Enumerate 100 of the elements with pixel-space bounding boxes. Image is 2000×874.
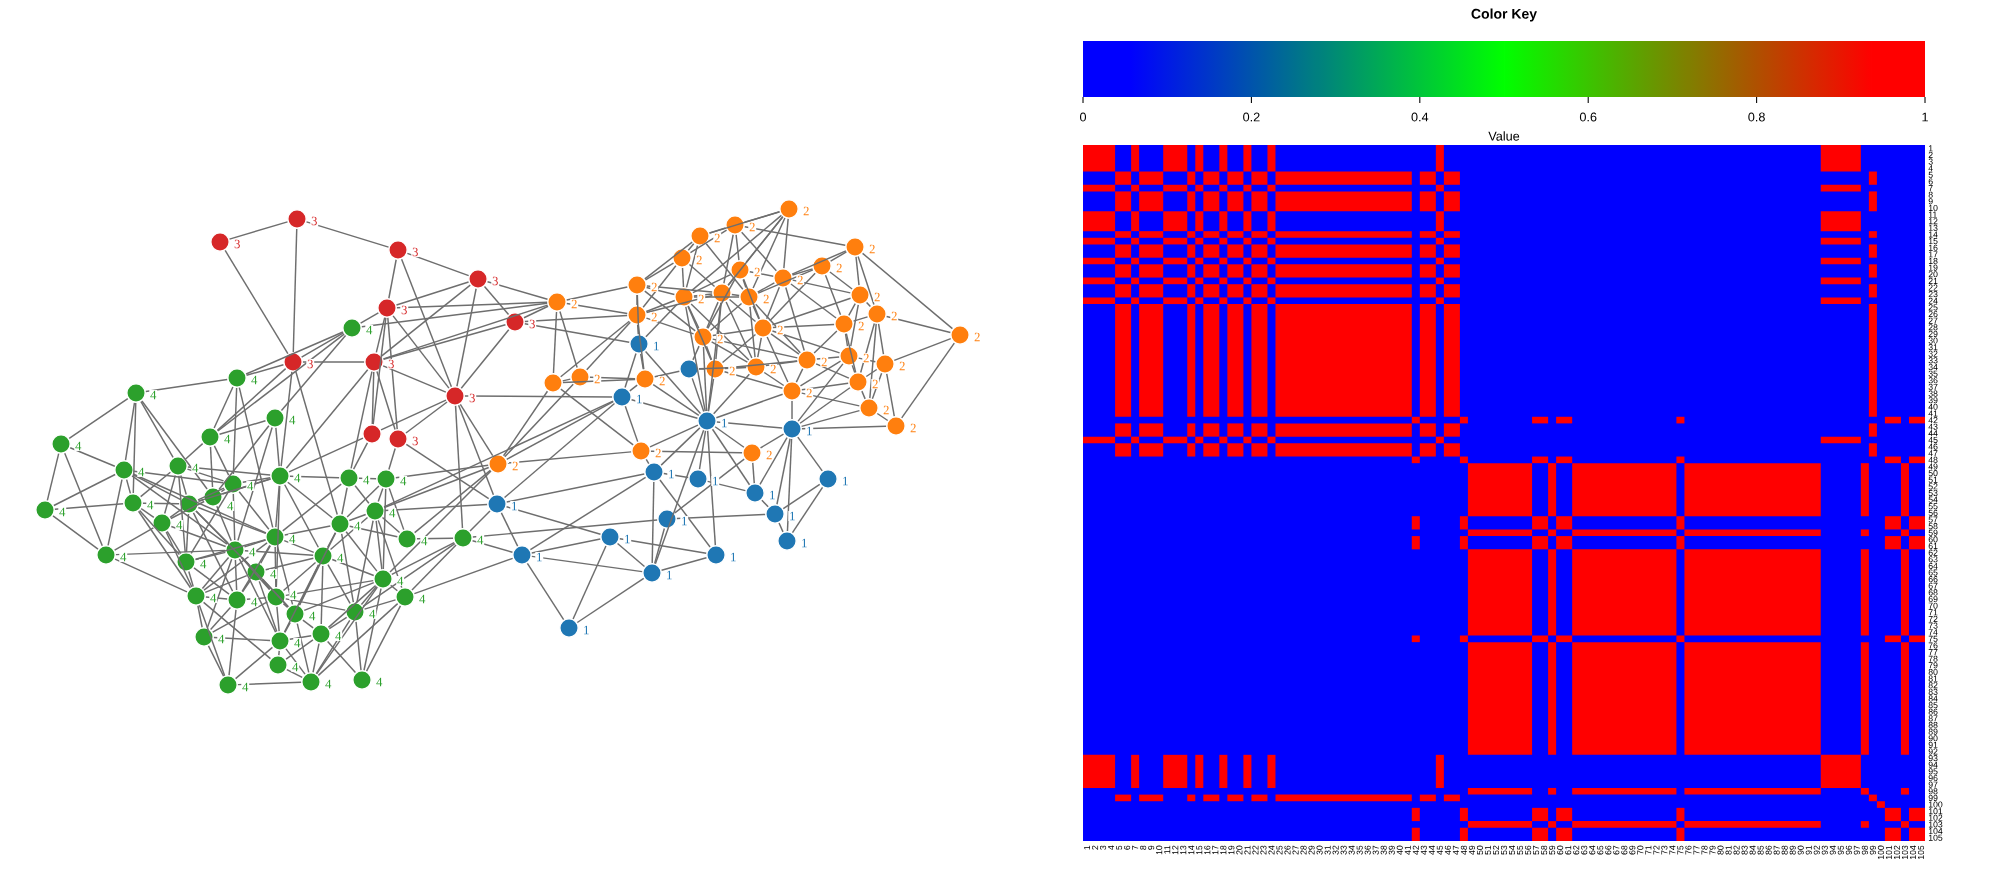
row-label: 24	[1928, 297, 1938, 304]
node-label: 2	[898, 361, 907, 371]
node-circle	[753, 318, 773, 338]
row-label: 42	[1928, 417, 1938, 424]
node-circle	[627, 275, 647, 295]
column-label: 98	[1861, 845, 1868, 855]
node-label: 4	[399, 476, 408, 486]
column-label: 99	[1869, 845, 1876, 855]
column-label: 97	[1853, 845, 1860, 855]
column-label: 37	[1372, 845, 1379, 855]
node-circle	[377, 298, 397, 318]
node-circle	[859, 398, 879, 418]
column-label: 91	[1805, 845, 1812, 855]
node-label: 4	[199, 559, 208, 569]
node-circle	[225, 540, 245, 560]
node-circle	[773, 268, 793, 288]
column-label: 16	[1204, 845, 1211, 855]
column-label: 1	[1084, 845, 1090, 850]
node-circle	[345, 602, 365, 622]
node-circle	[570, 367, 590, 387]
node-circle	[777, 531, 797, 551]
node-label: 4	[226, 501, 235, 511]
node-label: 2	[654, 448, 663, 458]
column-label: 82	[1733, 845, 1740, 855]
row-label: 75	[1928, 635, 1938, 642]
row-label: 56	[1928, 509, 1938, 516]
row-label: 14	[1928, 231, 1938, 238]
row-label: 92	[1928, 748, 1938, 755]
row-label: 66	[1928, 576, 1938, 583]
node-circle	[674, 287, 694, 307]
row-label: 15	[1928, 238, 1938, 245]
column-label: 41	[1404, 845, 1411, 855]
tick-label: 0.8	[1748, 112, 1765, 122]
column-label: 10	[1156, 845, 1163, 855]
node-label: 1	[800, 538, 809, 548]
node-label: 4	[223, 434, 232, 444]
column-label: 57	[1533, 845, 1540, 855]
node-circle	[365, 501, 385, 521]
row-label: 73	[1928, 622, 1938, 629]
row-label: 8	[1928, 191, 1933, 198]
node-label: 2	[658, 376, 667, 386]
row-label: 9	[1928, 198, 1933, 205]
column-label: 52	[1492, 845, 1500, 855]
node-label: 3	[387, 358, 396, 370]
row-label: 81	[1928, 675, 1938, 682]
row-label: 91	[1928, 741, 1938, 748]
node-label: 1	[841, 476, 850, 486]
node-label: 1	[623, 534, 632, 544]
node-label: 2	[820, 357, 829, 367]
column-label: 31	[1324, 845, 1331, 855]
node-circle	[218, 675, 238, 695]
node-circle	[875, 354, 895, 374]
node-circle	[468, 269, 488, 289]
node-circle	[697, 411, 717, 431]
node-circle	[445, 386, 465, 406]
node-label: 2	[697, 294, 706, 304]
node-label: 2	[805, 388, 814, 398]
column-label: 62	[1573, 845, 1580, 855]
column-label: 9	[1148, 845, 1155, 850]
row-label: 37	[1928, 383, 1938, 390]
row-label: 78	[1928, 655, 1938, 662]
column-label: 68	[1621, 845, 1628, 855]
column-label: 35	[1356, 845, 1363, 855]
row-label: 97	[1928, 781, 1938, 788]
tick-label: 0.4	[1411, 112, 1429, 122]
column-label: 84	[1749, 845, 1756, 855]
node-circle	[642, 563, 662, 583]
node-label: 4	[476, 535, 485, 545]
node-label: 4	[246, 481, 255, 491]
node-label: 4	[241, 682, 250, 692]
row-label: 43	[1928, 423, 1938, 430]
node-label: 3	[306, 358, 315, 370]
node-circle	[397, 529, 417, 549]
node-circle	[270, 466, 290, 486]
tick-label: 1	[1922, 112, 1928, 122]
row-label: 52	[1928, 483, 1938, 490]
node-circle	[388, 429, 408, 449]
column-label: 53	[1500, 845, 1508, 855]
row-label: 2	[1928, 151, 1933, 158]
row-label: 98	[1928, 788, 1938, 795]
row-label: 57	[1928, 516, 1938, 523]
node-circle	[301, 672, 321, 692]
column-label: 21	[1244, 845, 1251, 855]
node-label: 4	[191, 463, 200, 473]
node-label: 1	[805, 426, 814, 436]
node-circle	[730, 260, 750, 280]
row-label: 51	[1928, 476, 1938, 483]
node-label: 4	[146, 500, 155, 510]
column-label: 64	[1589, 845, 1596, 855]
row-label: 12	[1928, 218, 1938, 225]
node-circle	[746, 357, 766, 377]
row-label: 17	[1928, 251, 1938, 258]
node-label: 4	[293, 473, 302, 483]
node-label: 1	[711, 476, 720, 486]
row-label: 104	[1928, 828, 1943, 835]
column-label: 69	[1629, 845, 1636, 855]
row-label: 7	[1928, 185, 1933, 192]
node-circle	[223, 474, 243, 494]
row-label: 86	[1928, 708, 1938, 715]
node-circle	[352, 670, 372, 690]
